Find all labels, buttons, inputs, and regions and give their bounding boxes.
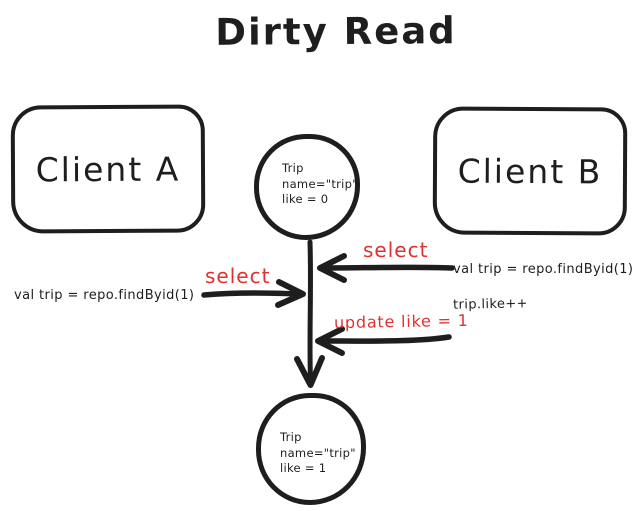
db-initial-line-2: name="trip" (282, 176, 358, 191)
db-record-initial-circle (254, 134, 360, 240)
client-b-select-label: select (363, 238, 429, 262)
db-initial-line-1: Trip (282, 161, 304, 175)
client-b-update-arrow (315, 326, 452, 356)
client-a-box: Client A (10, 104, 206, 234)
db-final-line-3: like = 1 (280, 461, 327, 475)
client-b-update-label: update like = 1 (333, 310, 469, 333)
db-record-final-circle (256, 393, 366, 505)
db-final-line-2: name="trip" (280, 445, 356, 460)
diagram-title: Dirty Read (215, 9, 457, 54)
db-record-final-text: Trip name="trip" like = 1 (280, 430, 356, 477)
client-a-label: Client A (35, 149, 181, 189)
client-b-label: Client B (457, 151, 603, 191)
db-final-line-1: Trip (280, 430, 302, 444)
timeline-arrow (294, 239, 325, 388)
db-record-initial-text: Trip name="trip" like = 0 (282, 161, 358, 208)
db-initial-line-3: like = 0 (282, 192, 329, 206)
client-b-select-code: val trip = repo.findByid(1) (453, 262, 634, 277)
client-a-select-label: select (205, 264, 271, 288)
client-b-box: Client B (432, 106, 628, 236)
client-a-select-code: val trip = repo.findByid(1) (14, 288, 195, 303)
